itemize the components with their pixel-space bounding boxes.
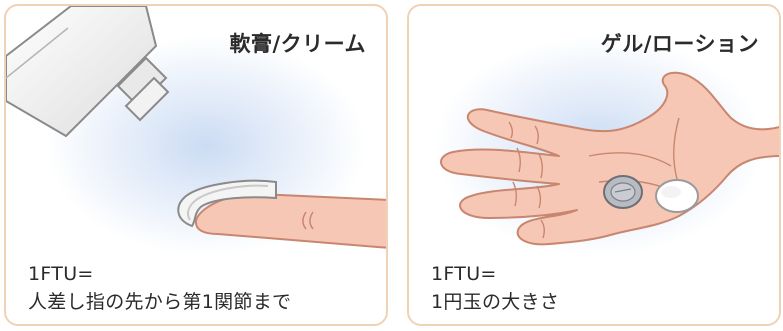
- caption-line-2: 1円玉の大きさ: [431, 291, 560, 313]
- gel-lotion-panel: ゲル/ローション 1FTU= 1円玉の大きさ: [407, 4, 781, 326]
- gel-drop-icon: [655, 179, 699, 213]
- gel-illustration: [434, 36, 779, 256]
- caption-line-1: 1FTU=: [28, 263, 94, 285]
- panel-title: ゲル/ローション: [600, 32, 759, 56]
- panel-caption: 1FTU= 人差し指の先から第1関節まで: [28, 260, 291, 316]
- panel-title: 軟膏/クリーム: [229, 32, 366, 56]
- one-yen-coin-icon: [603, 175, 643, 209]
- caption-line-1: 1FTU=: [431, 263, 497, 285]
- cream-tube-icon: [6, 6, 170, 138]
- cream-ribbon-icon: [177, 179, 277, 228]
- ointment-illustration: [6, 6, 386, 256]
- ointment-cream-panel: 軟膏/クリーム 1FTU= 人差し指の先から第1関節まで: [4, 4, 388, 326]
- panel-caption: 1FTU= 1円玉の大きさ: [431, 260, 559, 316]
- caption-line-2: 人差し指の先から第1関節まで: [28, 291, 292, 313]
